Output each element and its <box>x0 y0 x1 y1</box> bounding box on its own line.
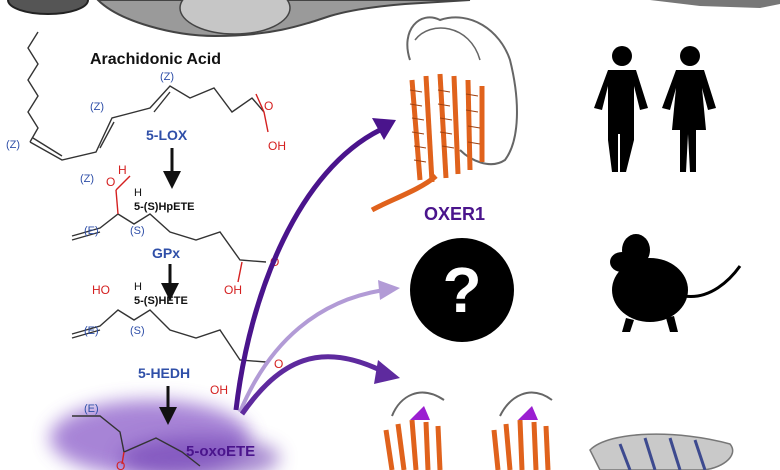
stereo-s-1: (S) <box>130 225 145 237</box>
stereo-e-1: (E) <box>84 225 99 237</box>
product-oxoete: 5-oxoETE <box>186 443 255 460</box>
stereo-z-3: (Z) <box>6 139 20 151</box>
signaling-arrows <box>233 118 400 416</box>
title-arachidonic-acid: Arachidonic Acid <box>90 51 221 68</box>
enzyme-5-lox: 5-LOX <box>146 127 188 143</box>
stereo-e-3: (E) <box>84 403 99 415</box>
atom-h-3: H <box>134 281 142 293</box>
atom-h-2: H <box>134 187 142 199</box>
atom-o-4: O <box>274 357 283 371</box>
mouse-silhouette <box>610 234 742 332</box>
enzyme-5-hedh: 5-HEDH <box>138 365 190 381</box>
intermediate-hpete: 5-(S)HpETE <box>134 201 195 213</box>
atom-o-5: O <box>116 459 125 470</box>
oxoete-glow <box>50 400 280 470</box>
atom-o-1: O <box>264 99 273 113</box>
arachidonic-acid-structure <box>27 31 269 161</box>
stereo-z-2: (Z) <box>90 101 104 113</box>
intermediate-hete: 5-(S)HETE <box>134 295 188 307</box>
receptor-oxer1: OXER1 <box>424 204 485 224</box>
enzyme-gpx: GPx <box>152 245 180 261</box>
atom-h-peroxide: H <box>118 163 127 177</box>
hpete-structure <box>71 175 267 283</box>
stereo-z-4: (Z) <box>80 173 94 185</box>
atom-ho-3: OH <box>210 383 228 397</box>
stereo-z-1: (Z) <box>160 71 174 83</box>
question-mark: ? <box>442 254 481 326</box>
atom-o-2: O <box>106 175 115 189</box>
atom-ho-2: HO <box>92 283 110 297</box>
question-badge <box>410 238 514 342</box>
oxoete-structure <box>72 415 201 467</box>
bottom-protein-structures <box>383 391 734 470</box>
atom-ho-1: OH <box>224 283 242 297</box>
stereo-s-2: (S) <box>130 325 145 337</box>
atom-oh-1: OH <box>268 139 286 153</box>
human-silhouettes <box>594 46 716 172</box>
stereo-e-2: (E) <box>84 325 99 337</box>
oxer1-structure <box>370 16 518 213</box>
top-organism-cropped <box>7 0 780 38</box>
